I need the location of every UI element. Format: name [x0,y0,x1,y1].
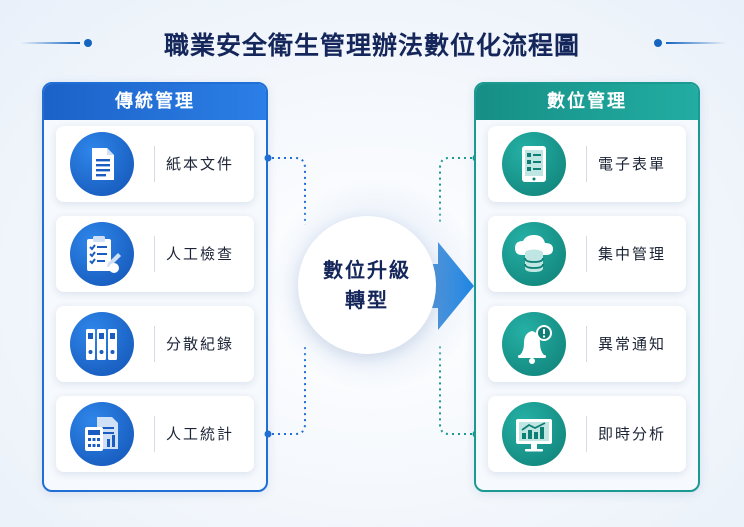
center-label-line1: 數位升級 [323,258,411,282]
card-divider [154,146,155,182]
card-label: 人工統計 [166,425,235,443]
card-divider [586,326,587,362]
card-divider [154,326,155,362]
title-decor-dot-left [84,39,92,47]
card-divider [586,236,587,272]
card-label: 分散紀錄 [166,335,235,353]
digital-panel-header: 數位管理 [476,84,698,120]
paper-document-icon [70,132,134,196]
card-label: 異常通知 [598,335,667,353]
card-real-time-analysis: 即時分析 [488,396,686,472]
center-label-line2: 轉型 [345,288,389,312]
digital-transformation-hub: 數位升級 轉型 [298,216,436,354]
calculator-document-icon [70,402,134,466]
card-label: 電子表單 [598,155,667,173]
traditional-management-panel: 傳統管理 紙本文件 [42,82,268,492]
tablet-form-icon [502,132,566,196]
card-manual-inspection: 人工檢查 [56,216,254,292]
binders-icon [70,312,134,376]
title-row: 職業安全衛生管理辦法數位化流程圖 [0,22,744,62]
title-decor-line-right [666,42,726,44]
card-divider [586,146,587,182]
page-title: 職業安全衛生管理辦法數位化流程圖 [163,31,580,60]
clipboard-checklist-icon [70,222,134,286]
cloud-database-icon [502,222,566,286]
traditional-panel-header: 傳統管理 [44,84,266,120]
card-paper-documents: 紙本文件 [56,126,254,202]
card-divider [154,236,155,272]
title-decor-dot-right [654,39,662,47]
card-exception-alert: 異常通知 [488,306,686,382]
card-centralized-management: 集中管理 [488,216,686,292]
card-divider [586,416,587,452]
alert-bell-icon [502,312,566,376]
card-divider [154,416,155,452]
card-label: 集中管理 [598,245,667,263]
card-electronic-forms: 電子表單 [488,126,686,202]
title-decor-line-left [20,42,80,44]
card-scattered-records: 分散紀錄 [56,306,254,382]
monitor-chart-icon [502,402,566,466]
card-label: 即時分析 [598,425,667,443]
left-connector [264,154,306,438]
digital-management-panel: 數位管理 電子表單 [474,82,700,492]
card-label: 紙本文件 [166,155,235,173]
card-manual-statistics: 人工統計 [56,396,254,472]
card-label: 人工檢查 [166,245,235,263]
